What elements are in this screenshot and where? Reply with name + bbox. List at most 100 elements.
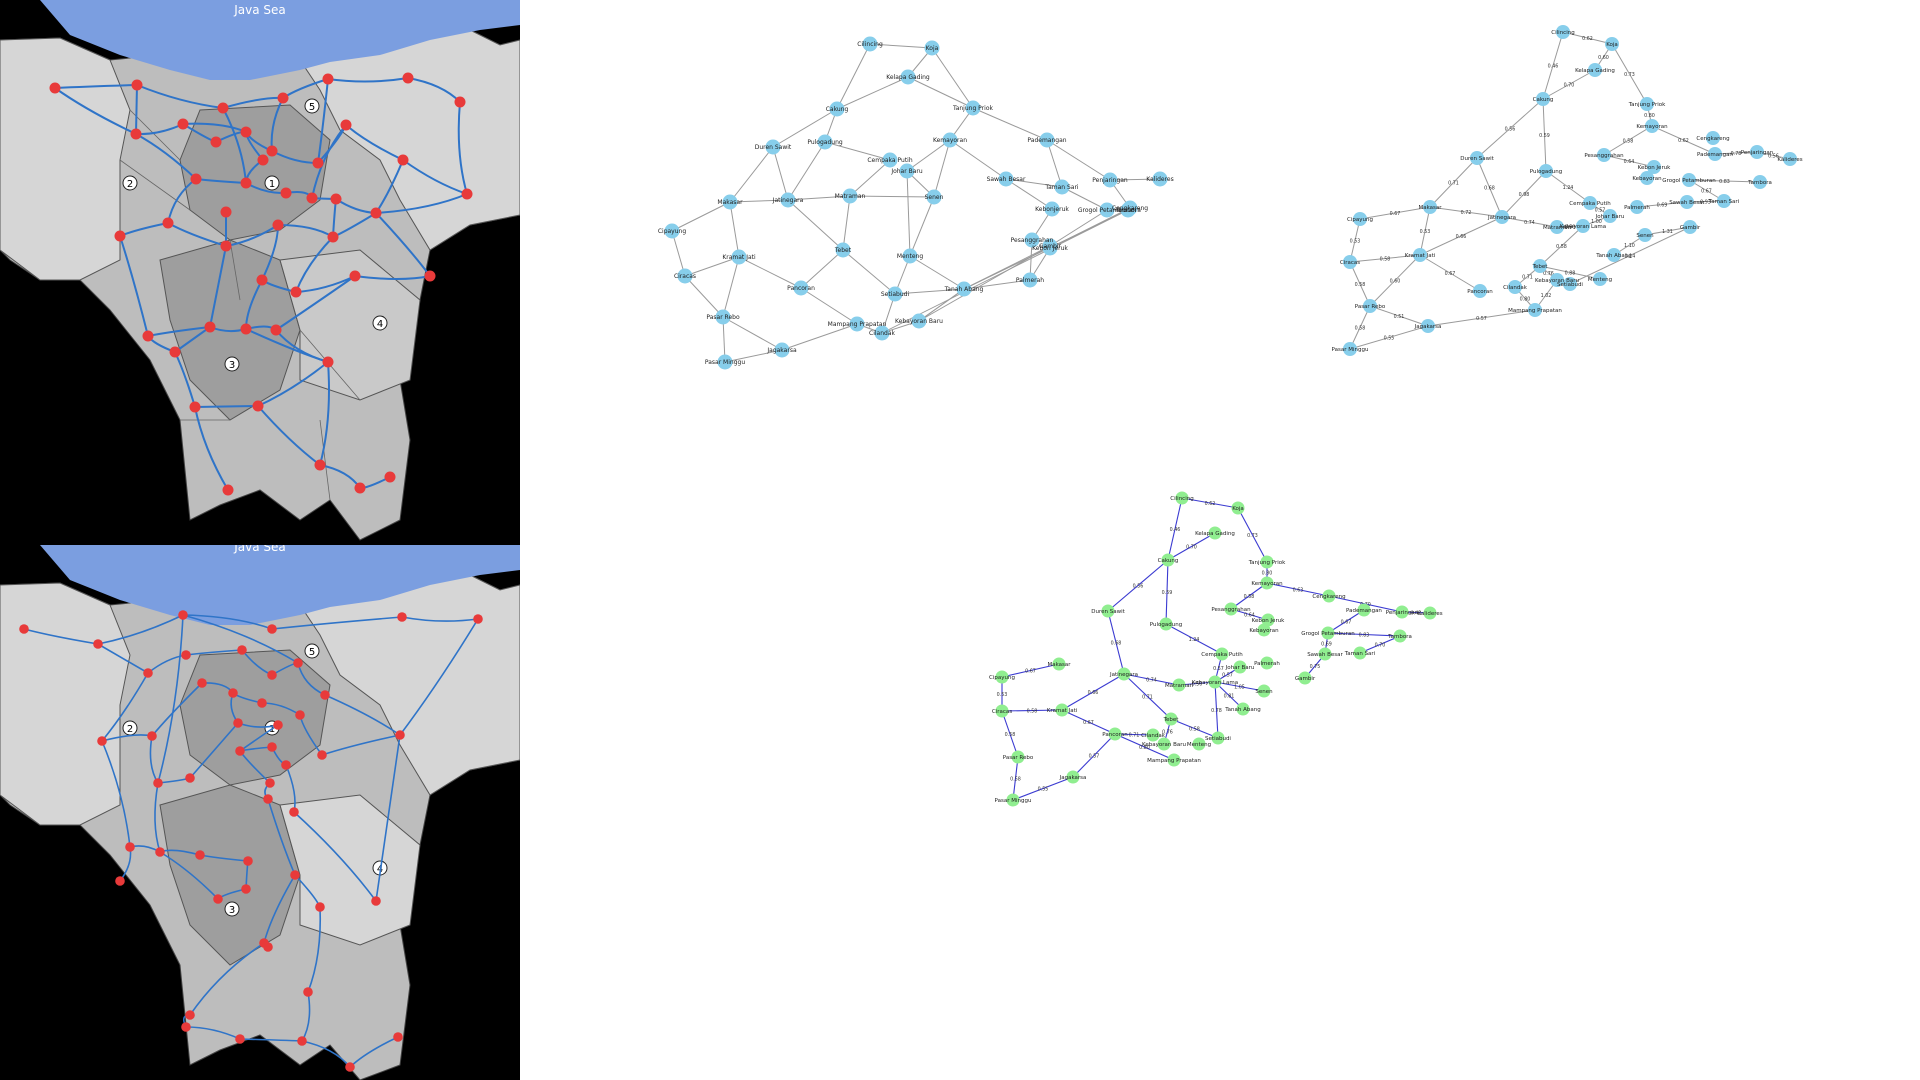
graph-mst-node-johar-baru — [1233, 660, 1247, 674]
graph-weighted-edge — [1539, 265, 1601, 280]
graph-plain-node-kramat-jati — [731, 249, 747, 265]
graph-mst-edge-weight: 0.71 — [1142, 695, 1153, 701]
graph-mst-node-tanah-abang — [1236, 702, 1250, 716]
graph-weighted-edge — [1476, 157, 1503, 218]
graph-mst-edge-weight: 0.63 — [1293, 588, 1304, 594]
graph-plain-node-kebon-jeruk — [1042, 240, 1058, 256]
graph-plain-edge — [842, 195, 851, 251]
graph-weighted-node-makasar — [1423, 200, 1437, 214]
graph-weighted-node-cipayung — [1353, 212, 1367, 226]
map-route — [257, 405, 321, 466]
graph-mst-node-label: Tanah Abang — [1224, 707, 1261, 713]
graph-weighted-edge-weight: 1.14 — [1625, 254, 1636, 260]
map-station-node — [303, 987, 313, 997]
graph-mst-node-label: Ciracas — [992, 709, 1012, 715]
graph-plain-edge — [800, 287, 858, 325]
map-station-node — [177, 118, 189, 130]
graph-plain-edge — [906, 170, 911, 257]
graph-mst-edge — [1012, 756, 1019, 801]
graph-weighted-node-label: Pulogadung — [1530, 169, 1562, 175]
graph-mst-node-pasar-minggu — [1006, 793, 1020, 807]
graph-plain-edge — [972, 107, 1048, 141]
graph-mst-node-senen — [1257, 684, 1271, 698]
graph-mst-node-sawah-besar — [1318, 647, 1332, 661]
graph-weighted-node-tambora — [1753, 175, 1767, 189]
graph-plain-edge — [906, 139, 951, 172]
map-top-nodes — [49, 72, 473, 496]
graph-weighted-node-label: Menteng — [1588, 277, 1612, 283]
graph-plain-node-label: Johar Baru — [890, 168, 923, 175]
map-station-node — [267, 742, 277, 752]
graph-plain-node-label: Pancoran — [787, 285, 815, 292]
graph-weighted-node-senen — [1638, 228, 1652, 242]
map-station-node — [289, 807, 299, 817]
graph-weighted-node-label: Sawah Besar — [1669, 200, 1705, 206]
graph-weighted-node-jagakarsa — [1421, 319, 1435, 333]
map-station-node — [270, 324, 282, 336]
graph-weighted-node-tanah-abang — [1607, 248, 1621, 262]
graph-weighted-node-penjaringan — [1750, 145, 1764, 159]
map-station-node — [233, 718, 243, 728]
map-top-svg: Java Sea 1 2 3 4 5 — [0, 0, 520, 545]
graph-weighted-edge-weight: 0.50 — [1565, 225, 1576, 231]
graph-plain-node-pulogadung — [817, 134, 833, 150]
graph-mst-node-label: Pancoran — [1102, 732, 1128, 738]
graph-plain-node-menteng — [902, 248, 918, 264]
map-route — [317, 78, 329, 164]
graph-weighted-edge — [1714, 151, 1758, 155]
map-station-node — [181, 650, 191, 660]
graph-mst-node-label: Grogol Petamburan — [1301, 631, 1355, 637]
graph-mst-node-cakung — [1161, 553, 1175, 567]
graph-weighted-edge-weight: 1.10 — [1624, 243, 1635, 249]
map-station-node — [312, 157, 324, 169]
graph-plain-edge — [781, 323, 858, 351]
map-route — [324, 694, 401, 736]
map-station-node — [272, 219, 284, 231]
region-markers-bottom: 1 2 3 4 5 — [122, 643, 388, 917]
graph-mst-node-taman-sari — [1353, 646, 1367, 660]
graph-mst-edge-weight: 0.58 — [1010, 777, 1021, 783]
graph-weighted-node-label: Gambir — [1680, 225, 1701, 231]
map-station-node — [263, 942, 273, 952]
graph-mst-edge-weight: 1.05 — [1234, 685, 1245, 691]
graph-weighted-edge — [1688, 179, 1761, 183]
graph-plain-node-cilandak — [874, 325, 890, 341]
graph-mst-node-label: Koja — [1232, 506, 1244, 512]
graph-weighted-edge — [1349, 218, 1361, 263]
graph-weighted-node-label: Kelapa Gading — [1575, 68, 1615, 74]
graph-plain-edge — [1005, 178, 1063, 188]
graph-mst-node-label: Johar Baru — [1225, 665, 1255, 671]
graph-plain-node-label: Palmerah — [1016, 277, 1044, 284]
graph-mst-edge — [1012, 776, 1074, 801]
graph-mst-node-tambora — [1393, 629, 1407, 643]
svg-text:3: 3 — [229, 360, 235, 371]
sea — [40, 0, 520, 80]
graph-plain-edge — [772, 146, 789, 201]
graph-mst-edge-weight: 0.67 — [1083, 720, 1094, 726]
graph-plain-edge — [722, 256, 740, 318]
graph-plain-edge — [931, 47, 974, 109]
region-markers: 1 2 3 4 5 — [122, 98, 388, 372]
graph-plain-node-label: Grogol Petamburan — [1078, 207, 1136, 214]
graph-weighted-edge — [1429, 206, 1503, 218]
graph-plain-edge — [724, 349, 783, 363]
graph-mst-node-label: Jatinegara — [1109, 672, 1138, 678]
map-station-node — [370, 207, 382, 219]
graph-plain-node-label: Kebayoran Baru — [895, 318, 943, 325]
graph-weighted-edge-weight: 0.60 — [1598, 55, 1609, 61]
map-route — [295, 236, 334, 293]
map-station-node — [345, 1062, 355, 1072]
graph-weighted-edge-weight: 0.71 — [1522, 275, 1533, 281]
graph-mst-node-koja — [1231, 501, 1245, 515]
graph-plain-node-matraman — [842, 188, 858, 204]
graph-weighted-edge-weight: 1.31 — [1662, 229, 1673, 235]
graph-mst-edge — [1165, 559, 1169, 625]
map-station-node — [237, 645, 247, 655]
graph-mst-node-tebet — [1164, 712, 1178, 726]
graph-plain-node-johar-baru — [899, 163, 915, 179]
graph-mst-edge-weight: 0.57 — [1213, 666, 1224, 672]
graph-mst-edge-weight: 0.58 — [1244, 594, 1255, 600]
graph-mst-edge — [1237, 507, 1268, 563]
map-route — [307, 906, 322, 993]
